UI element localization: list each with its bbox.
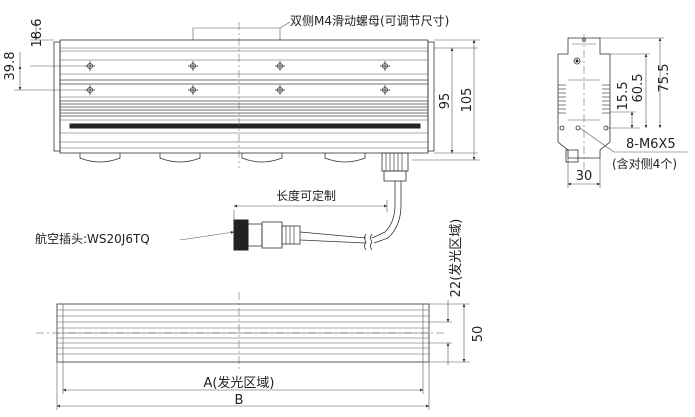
cable-assembly bbox=[179, 181, 402, 251]
dim-39-8: 39.8 bbox=[3, 52, 18, 81]
dim-105: 105 bbox=[460, 88, 475, 113]
side-view bbox=[557, 34, 688, 188]
dim-light-area-22: 22(发光区域) bbox=[448, 219, 464, 298]
dim-75-5: 75.5 bbox=[657, 64, 672, 93]
cable-length-label: 长度可定制 bbox=[276, 188, 336, 203]
dim-b-label: B bbox=[235, 393, 244, 408]
thread-spec-label: 8-M6X5 bbox=[626, 137, 676, 152]
thread-note-label: (含对侧4个) bbox=[612, 156, 677, 171]
dim-60-5: 60.5 bbox=[631, 74, 646, 103]
bottom-view bbox=[36, 292, 470, 410]
dim-a-label: A(发光区域) bbox=[203, 375, 274, 391]
dim-95: 95 bbox=[438, 93, 453, 110]
connector-top bbox=[381, 152, 409, 182]
dim-50: 50 bbox=[471, 326, 486, 343]
front-view bbox=[14, 21, 480, 182]
dim-30: 30 bbox=[576, 169, 593, 184]
connector-label: 航空插头:WS20J6TQ bbox=[35, 231, 150, 246]
slide-nut-label: 双侧M4滑动螺母(可调节尺寸) bbox=[290, 14, 449, 28]
dim-18-6: 18.6 bbox=[30, 19, 45, 48]
dim-15-5: 15.5 bbox=[616, 82, 631, 111]
fan-units bbox=[79, 153, 366, 163]
